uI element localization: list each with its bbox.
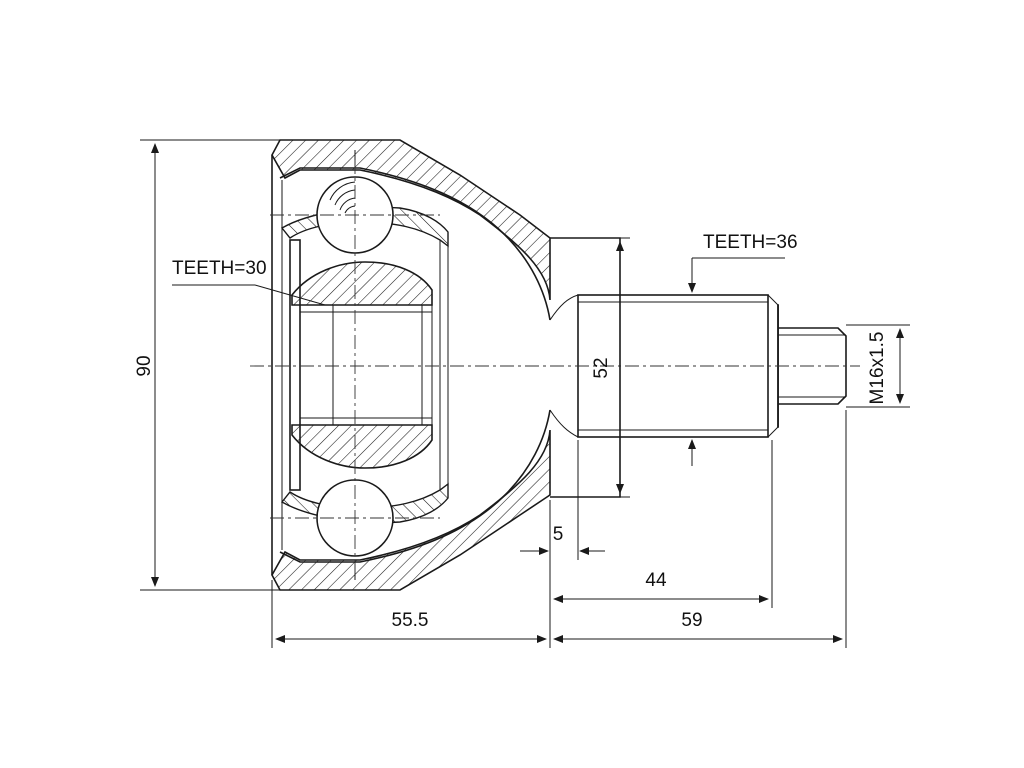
inner-race-upper	[291, 261, 433, 306]
dim-spline-length: 44	[549, 440, 773, 648]
dim-52-label: 52	[591, 357, 612, 378]
ball-upper-arc-1	[329, 181, 356, 201]
ball-upper-arc-3	[339, 197, 356, 211]
housing-inner-contour-upper	[279, 167, 551, 321]
ball-upper-arc-4	[344, 205, 356, 214]
dim-shaft-length: 59	[553, 410, 847, 648]
inner-race	[289, 239, 433, 491]
inner-race-left-face	[289, 239, 301, 491]
inner-race-lower	[291, 424, 433, 469]
dim-5-label: 5	[553, 524, 564, 545]
dim-thread: M16x1.5	[846, 324, 910, 408]
dim-shoulder: 5	[520, 440, 605, 560]
dim-overall-diameter: 90	[134, 139, 290, 591]
dim-spline-diameter: 52	[560, 237, 630, 498]
bell-housing	[271, 139, 551, 591]
ball-cage	[280, 206, 449, 524]
spline-chamfer-top	[767, 294, 779, 306]
housing-inner-contour-lower	[279, 409, 551, 563]
dim-59-label: 59	[681, 610, 702, 631]
spline-chamfer-bottom	[767, 426, 779, 438]
dim-44-label: 44	[645, 570, 667, 591]
shoulder-fillet-upper	[549, 294, 579, 321]
dim-55-5-label: 55.5	[392, 610, 429, 631]
dim-bell-length: 55.5	[271, 580, 547, 648]
teeth-36-label: TEETH=36	[703, 232, 798, 253]
inner-race-bore	[299, 304, 433, 426]
shoulder-fillet-lower	[549, 409, 579, 438]
thread-label: M16x1.5	[867, 332, 888, 405]
teeth-inner-callout: TEETH=30	[172, 258, 326, 306]
teeth-30-label: TEETH=30	[172, 258, 267, 279]
teeth-outer-callout: TEETH=36	[688, 232, 798, 466]
dim-90-label: 90	[134, 355, 155, 376]
ball-upper-arc-2	[334, 189, 356, 206]
